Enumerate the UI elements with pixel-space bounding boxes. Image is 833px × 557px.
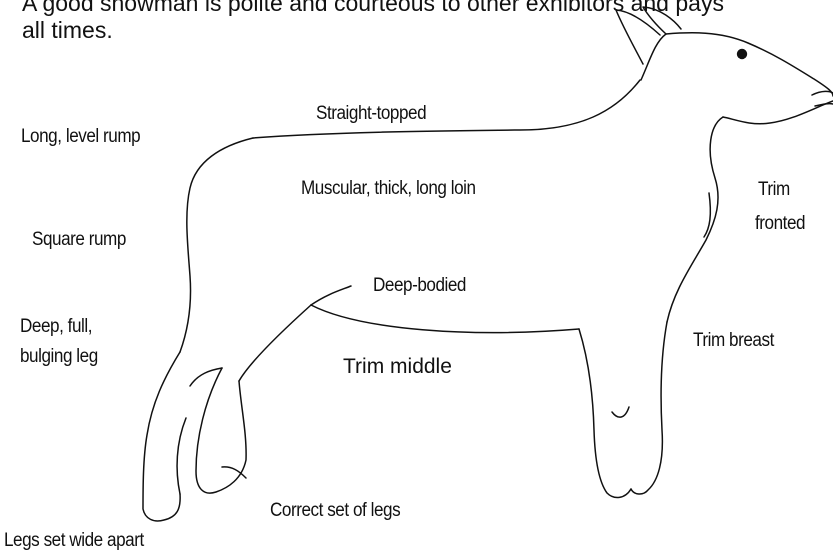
right-ear <box>616 10 660 64</box>
head-top <box>666 33 833 96</box>
front-leg-outer <box>631 322 667 494</box>
label-long-level-rump: Long, level rump <box>21 126 140 148</box>
neck-line <box>641 34 666 80</box>
throat-and-front-line <box>667 117 723 322</box>
label-legs-set-wide-apart: Legs set wide apart <box>4 530 144 552</box>
nostril-mark <box>812 91 833 95</box>
hind-quarter-line <box>239 305 311 381</box>
label-deep-full-line-2: bulging leg <box>20 346 98 368</box>
rear-near-leg <box>196 368 246 493</box>
label-deep-full-line-1: Deep, full, <box>20 316 92 338</box>
hind-leg-outer <box>143 352 180 521</box>
label-trim-fronted-line-2: fronted <box>755 213 805 235</box>
belly-line <box>311 305 579 333</box>
label-trim-breast: Trim breast <box>693 330 774 352</box>
front-leg-inner <box>579 329 631 498</box>
left-ear <box>643 7 681 34</box>
flank-curve <box>311 286 351 305</box>
chest-neck-detail <box>704 193 710 237</box>
label-trim-middle: Trim middle <box>343 356 452 378</box>
top-line-and-rump-outline <box>180 138 253 352</box>
face-underline <box>723 101 833 124</box>
label-correct-set-of-legs: Correct set of legs <box>270 500 400 522</box>
label-deep-bodied: Deep-bodied <box>373 275 466 297</box>
front-leg-knee-mark <box>612 407 629 417</box>
mouth-mark <box>815 104 833 106</box>
label-muscular-thick-long-loin: Muscular, thick, long loin <box>301 178 476 200</box>
eye-mark <box>737 49 747 59</box>
label-trim-fronted-line-1: Trim <box>758 179 790 201</box>
label-straight-topped: Straight-topped <box>316 103 426 125</box>
rear-near-leg-hock <box>222 467 246 478</box>
hind-leg-inner <box>177 418 186 494</box>
label-square-rump: Square rump <box>32 229 126 251</box>
back-line <box>253 80 640 138</box>
